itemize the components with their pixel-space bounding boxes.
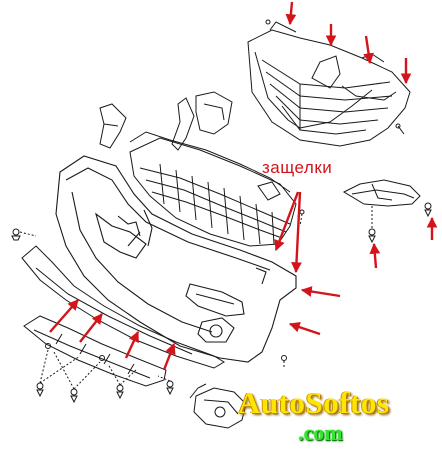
indicator-arrows bbox=[49, 1, 438, 371]
arrow-upper-grille-1 bbox=[285, 1, 297, 26]
lower-grille bbox=[129, 137, 297, 247]
bumper-lip bbox=[21, 245, 225, 369]
arrow-lip-1 bbox=[49, 299, 79, 333]
arrow-latch-1 bbox=[274, 191, 300, 252]
arrow-side-bracket-2 bbox=[369, 242, 381, 269]
arrow-bumper-side-1 bbox=[300, 286, 341, 298]
bumper-cover bbox=[55, 155, 297, 363]
arrow-lip-2 bbox=[79, 313, 103, 343]
grille-brackets bbox=[99, 91, 291, 193]
latches-callout-label: защелки bbox=[262, 158, 333, 177]
watermark-main: AutoSoftos bbox=[238, 385, 390, 420]
fog-lamp-module bbox=[189, 383, 247, 429]
watermark-domain: .com bbox=[298, 420, 343, 445]
side-bracket bbox=[342, 179, 432, 244]
arrow-bumper-side-2 bbox=[288, 321, 321, 336]
arrow-latch-2 bbox=[291, 191, 302, 274]
arrow-lip-4 bbox=[162, 342, 176, 371]
fasteners bbox=[11, 209, 305, 404]
skid-plate bbox=[23, 315, 167, 387]
arrow-upper-grille-3 bbox=[363, 35, 374, 65]
arrow-lip-3 bbox=[124, 331, 140, 359]
upper-grille bbox=[247, 19, 411, 147]
